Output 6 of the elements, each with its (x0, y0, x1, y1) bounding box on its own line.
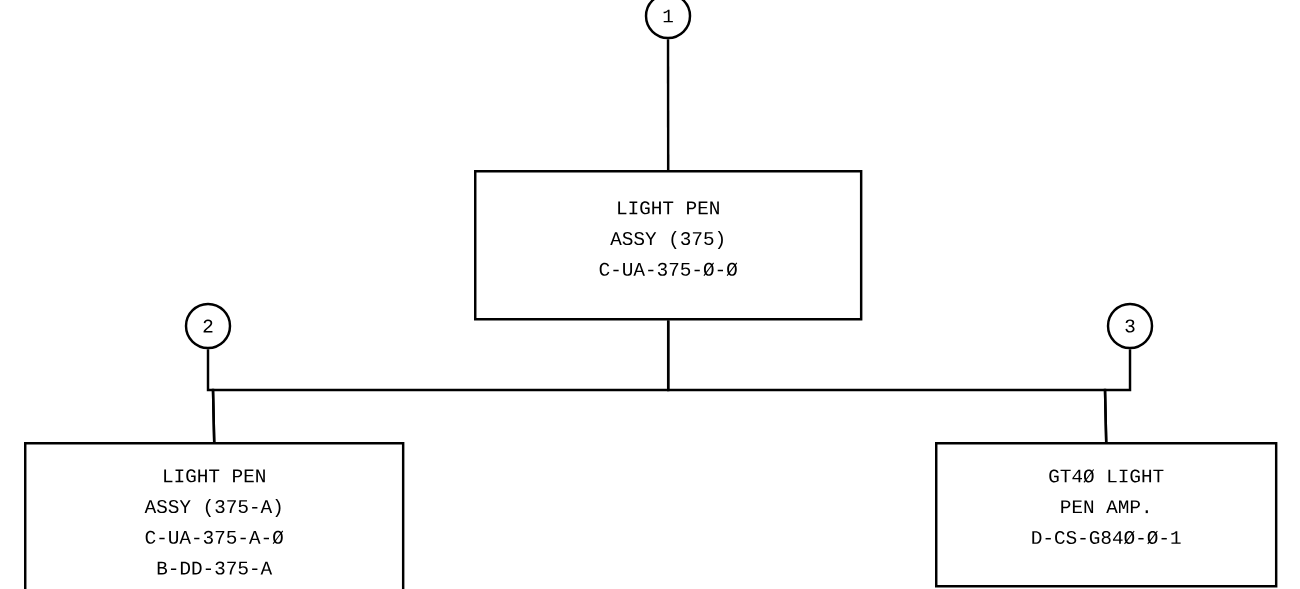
connector-line (206, 349, 216, 443)
component-box: LIGHT PEN ASSY (375) C-UA-375-Ø-Ø (474, 170, 863, 321)
component-box: LIGHT PEN ASSY (375-A) C-UA-375-A-Ø B-DD-375-A (24, 442, 405, 589)
connector-line (1103, 349, 1132, 443)
connector-line (666, 39, 670, 170)
component-box: GT4Ø LIGHT PEN AMP. D-CS-G84Ø-Ø-1 (935, 442, 1278, 588)
